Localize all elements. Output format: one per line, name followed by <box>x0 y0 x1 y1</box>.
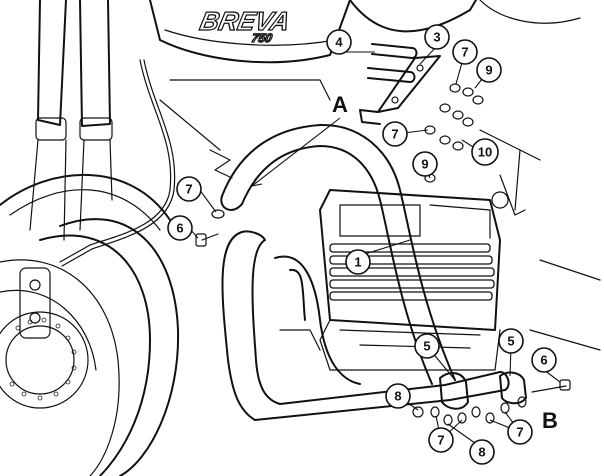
fender <box>0 173 171 231</box>
callout-6-right-label: 6 <box>540 353 547 368</box>
pipe-clamps <box>439 371 527 410</box>
callout-7-top-label: 7 <box>461 45 468 60</box>
brand-badge: BREVA 750 <box>197 6 294 46</box>
callout-8-left: 8 <box>385 383 411 409</box>
crash-bar <box>220 123 510 421</box>
point-label-a: A <box>332 92 348 117</box>
hardware-bottom <box>412 379 571 426</box>
callout-3: 3 <box>424 24 450 50</box>
callout-7-mid: 7 <box>382 121 408 147</box>
callout-10: 10 <box>471 138 499 166</box>
callout-10-label: 10 <box>478 145 492 160</box>
callout-9-mid-label: 9 <box>421 157 428 172</box>
callout-4: 4 <box>326 29 352 55</box>
callout-9-top-label: 9 <box>485 63 492 78</box>
callout-6-left: 6 <box>167 215 193 241</box>
hardware-top <box>424 83 484 183</box>
callout-4-label: 4 <box>335 35 343 50</box>
callout-5-right-label: 5 <box>507 334 514 349</box>
callout-6-right: 6 <box>531 347 557 373</box>
brand-model: 750 <box>250 31 273 45</box>
hardware-left <box>195 209 225 247</box>
mounting-bracket <box>359 55 441 125</box>
callout-6-left-label: 6 <box>176 221 183 236</box>
callout-9-top: 9 <box>476 57 502 83</box>
brake-disc <box>0 267 89 409</box>
callout-7-left: 7 <box>176 176 202 202</box>
callout-7-bottom-left-label: 7 <box>437 433 444 448</box>
callout-1: 1 <box>345 249 371 275</box>
callout-1-label: 1 <box>354 255 361 270</box>
callout-7-bottom-right: 7 <box>507 419 533 445</box>
callout-8-bottom: 8 <box>469 439 495 465</box>
front-wheel <box>0 218 180 476</box>
callout-9-mid: 9 <box>412 151 438 177</box>
callout-7-left-label: 7 <box>185 182 192 197</box>
callout-8-left-label: 8 <box>394 389 401 404</box>
callout-7-bottom-right-label: 7 <box>516 425 523 440</box>
callout-8-bottom-label: 8 <box>478 445 485 460</box>
engine-cylinder <box>319 174 526 371</box>
callout-5-left: 5 <box>414 333 440 359</box>
frame-detail <box>159 79 601 351</box>
front-forks <box>29 0 113 241</box>
callout-5-left-label: 5 <box>423 339 430 354</box>
brake-hose <box>59 59 176 267</box>
callout-7-mid-label: 7 <box>391 127 398 142</box>
callout-3-label: 3 <box>433 30 440 45</box>
callout-7-top: 7 <box>452 39 478 65</box>
callout-7-bottom-left: 7 <box>428 427 454 453</box>
point-label-b: B <box>542 408 558 433</box>
callout-5-right: 5 <box>498 328 524 354</box>
u-bolt <box>367 43 418 83</box>
brand-name: BREVA <box>197 6 292 36</box>
fuel-tank <box>149 0 581 64</box>
